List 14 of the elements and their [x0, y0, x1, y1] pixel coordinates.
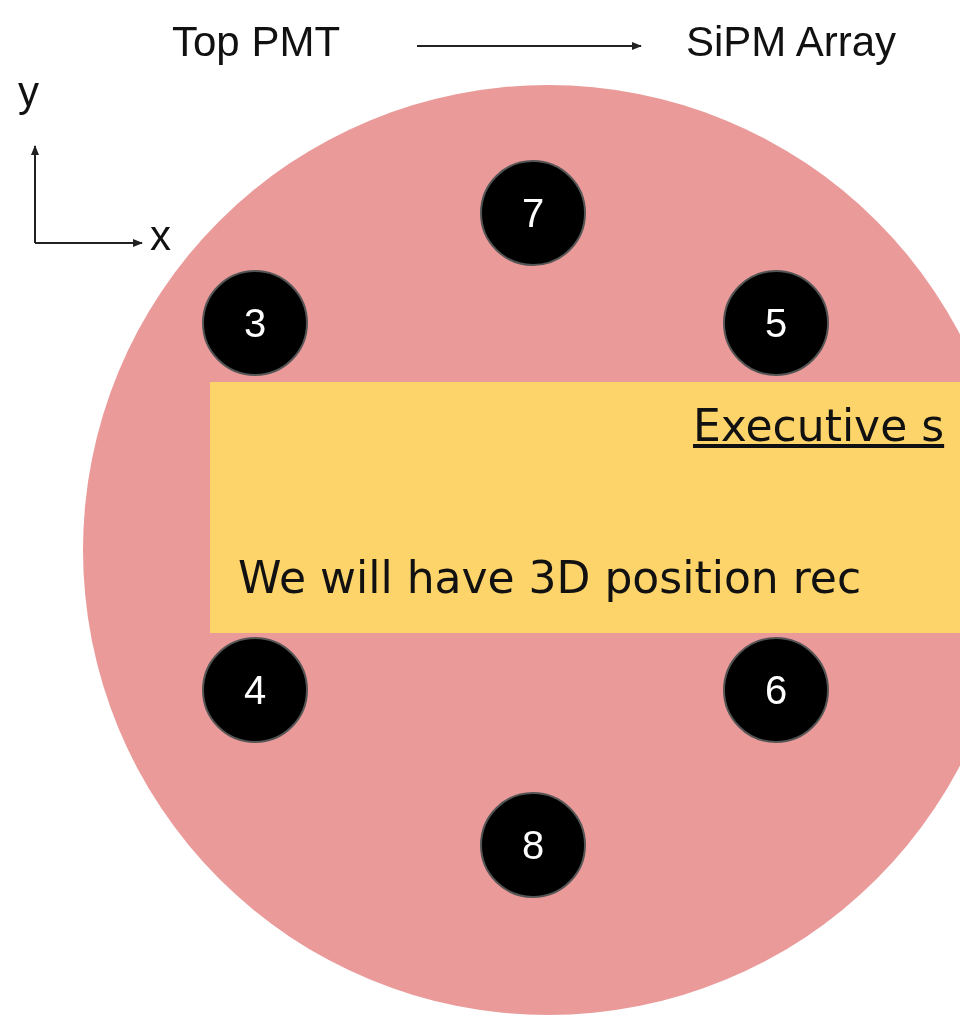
summary-panel — [210, 382, 960, 633]
axis-label: x — [150, 212, 171, 260]
heading-text: Top PMT — [172, 18, 387, 74]
heading-text: SiPM Array — [686, 18, 951, 74]
sensor-circle: 5 — [723, 270, 829, 376]
sensor-circle: 8 — [480, 792, 586, 898]
sensor-circle: 7 — [480, 160, 586, 266]
summary-text: We will have 3D position rec — [238, 552, 862, 603]
sensor-circle: 6 — [723, 637, 829, 743]
sensor-circle: 4 — [202, 637, 308, 743]
axis-label: y — [18, 68, 39, 116]
sensor-circle: 3 — [202, 270, 308, 376]
arrow — [416, 42, 642, 50]
summary-heading: Executive s — [693, 400, 945, 451]
